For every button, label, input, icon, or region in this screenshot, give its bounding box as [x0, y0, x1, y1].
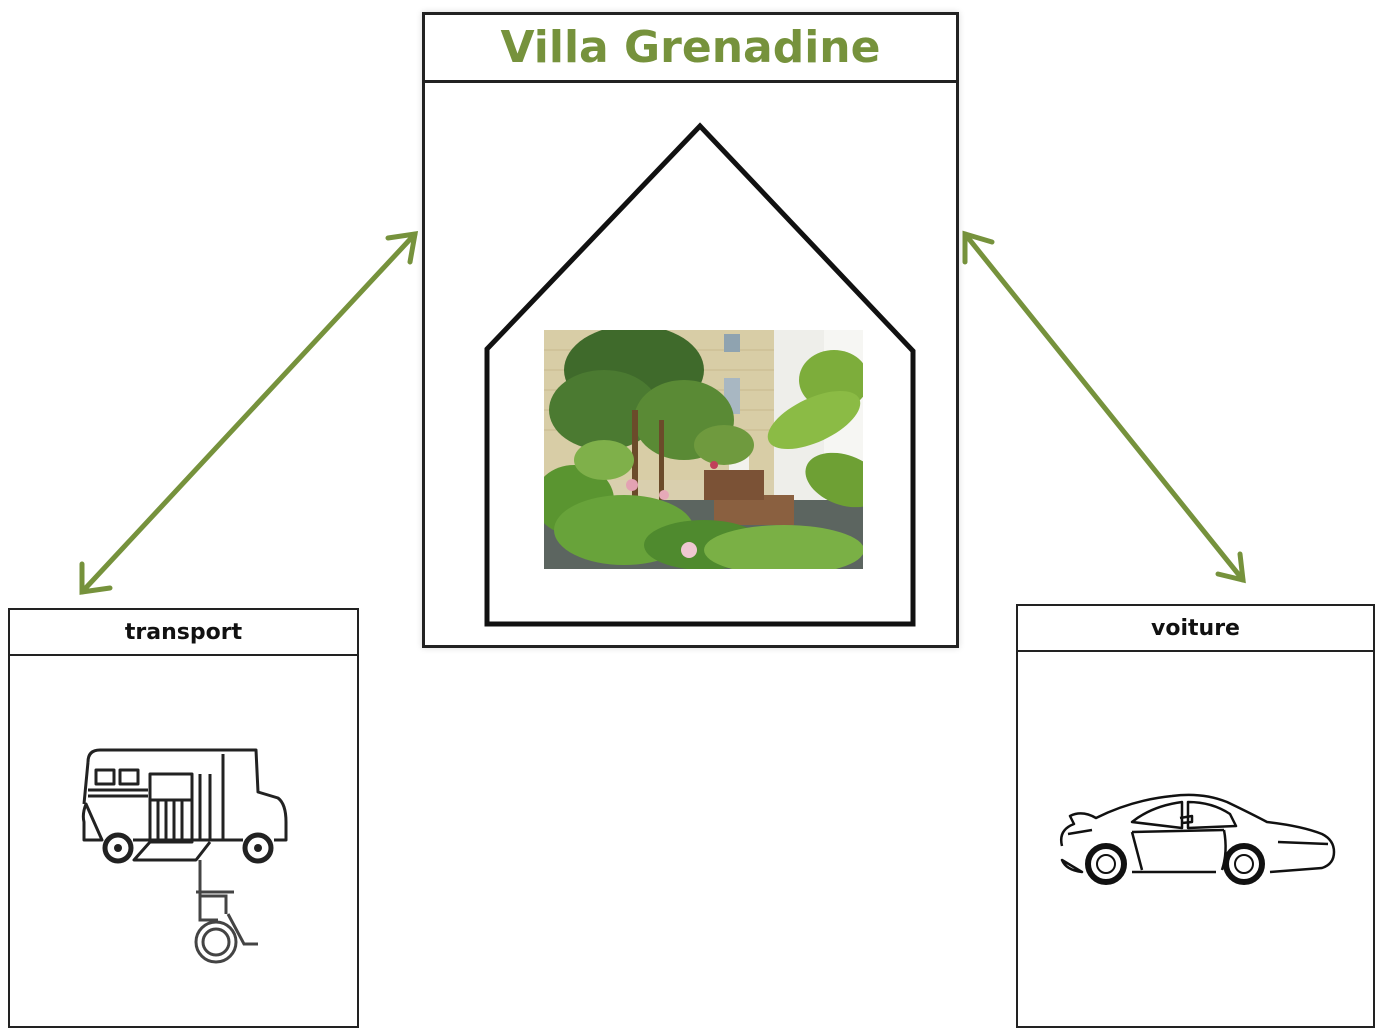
voiture-title: voiture [1151, 615, 1240, 641]
accessible-van-icon [81, 748, 288, 964]
voiture-card: voiture [1016, 604, 1375, 1028]
villa-header: Villa Grenadine [425, 15, 956, 83]
car-icon [1060, 793, 1336, 885]
arrow-right [962, 230, 1246, 584]
transport-title: transport [124, 619, 243, 645]
building-garden-photo [544, 330, 863, 569]
transport-header: transport [10, 610, 357, 656]
villa-title: Villa Grenadine [500, 22, 881, 73]
arrow-left [79, 231, 419, 595]
voiture-header: voiture [1018, 606, 1373, 652]
